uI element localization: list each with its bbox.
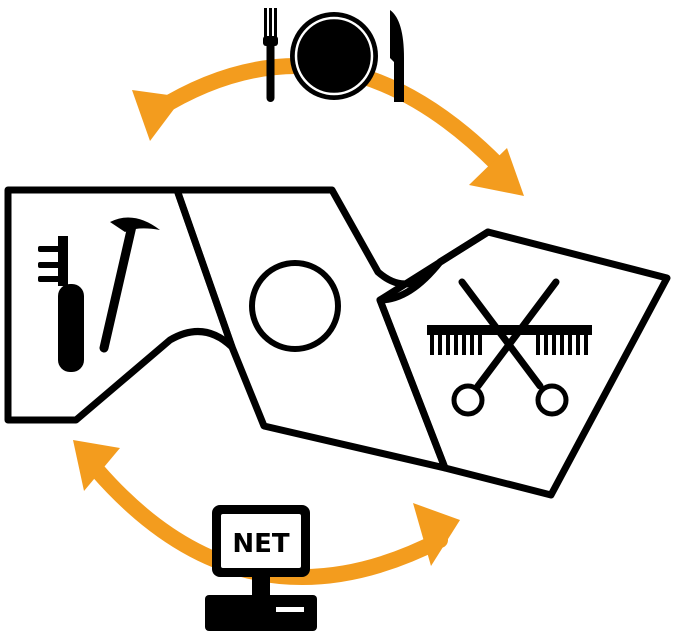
hammer-icon <box>99 217 160 353</box>
computer-screen-label: NET <box>232 529 290 559</box>
scissors-icon <box>451 278 569 417</box>
computer-icon: NET <box>205 505 317 631</box>
bottom-arrowhead-right <box>413 503 460 566</box>
bottom-arrowhead-left <box>73 440 120 491</box>
map-outline <box>4 186 671 499</box>
circle-icon <box>249 260 341 352</box>
plate-fork-knife-icon <box>263 8 404 102</box>
comb-icon <box>427 325 592 355</box>
top-arrowhead-right <box>469 148 524 196</box>
top-arrowhead-left <box>132 90 183 141</box>
right-map-panel <box>376 228 671 499</box>
wrench-icon <box>38 236 84 372</box>
